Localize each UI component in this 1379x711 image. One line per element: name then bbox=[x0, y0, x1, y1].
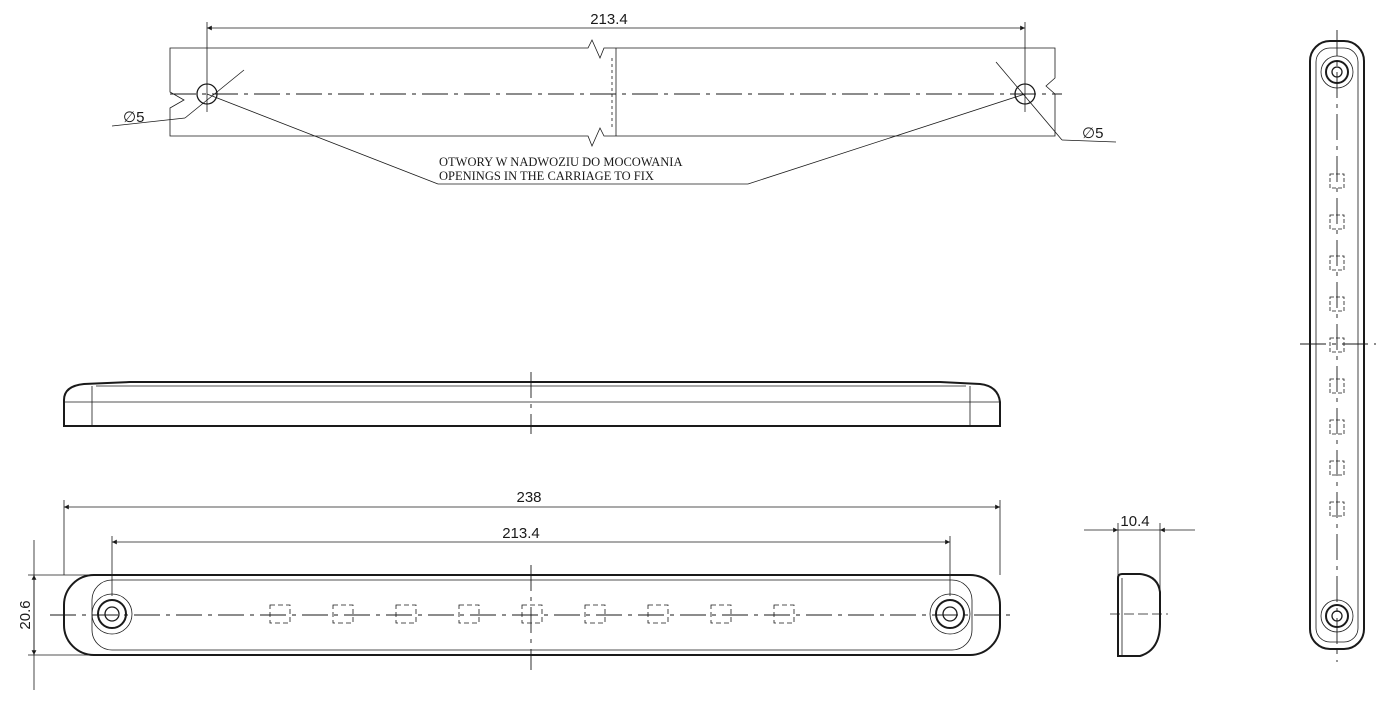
led bbox=[710, 604, 732, 624]
led bbox=[332, 604, 354, 624]
dim-length: 238 bbox=[516, 489, 541, 506]
led bbox=[1329, 378, 1345, 394]
led-row bbox=[269, 604, 795, 624]
vertical-view bbox=[1300, 30, 1376, 662]
led bbox=[395, 604, 417, 624]
dim-height: 20.6 bbox=[17, 600, 34, 629]
led bbox=[521, 604, 543, 624]
led bbox=[1329, 255, 1345, 271]
mount-screw-right bbox=[929, 593, 971, 635]
led bbox=[269, 604, 291, 624]
led bbox=[458, 604, 480, 624]
dim-depth: 10.4 bbox=[1120, 513, 1149, 530]
led bbox=[1329, 214, 1345, 230]
led bbox=[1329, 501, 1345, 517]
led bbox=[647, 604, 669, 624]
end-view: 10.4 bbox=[1084, 513, 1195, 657]
led-column bbox=[1329, 173, 1345, 517]
mount-screw-top bbox=[1320, 55, 1354, 89]
led bbox=[1329, 296, 1345, 312]
led bbox=[1329, 173, 1345, 189]
mounting-hole-view: 213.4 ∅5 ∅5 OTWORY W NADWOZIU DO MOCOWAN… bbox=[111, 11, 1117, 185]
note-line-2: OPENINGS IN THE CARRIAGE TO FIX bbox=[439, 169, 654, 183]
led bbox=[1329, 460, 1345, 476]
note-line-1: OTWORY W NADWOZIU DO MOCOWANIA bbox=[439, 155, 683, 169]
led bbox=[1329, 337, 1345, 353]
dim-hole-left: ∅5 bbox=[123, 109, 144, 126]
mount-screw-left bbox=[91, 593, 133, 635]
dim-top-spacing: 213.4 bbox=[590, 11, 628, 28]
led bbox=[1329, 419, 1345, 435]
side-profile-view bbox=[63, 372, 1001, 434]
dim-front-spacing: 213.4 bbox=[502, 525, 540, 542]
dim-hole-right: ∅5 bbox=[1082, 125, 1103, 142]
led bbox=[584, 604, 606, 624]
front-view: 238 213.4 20.6 bbox=[17, 489, 1012, 690]
led bbox=[773, 604, 795, 624]
mount-screw-bottom bbox=[1320, 599, 1354, 633]
